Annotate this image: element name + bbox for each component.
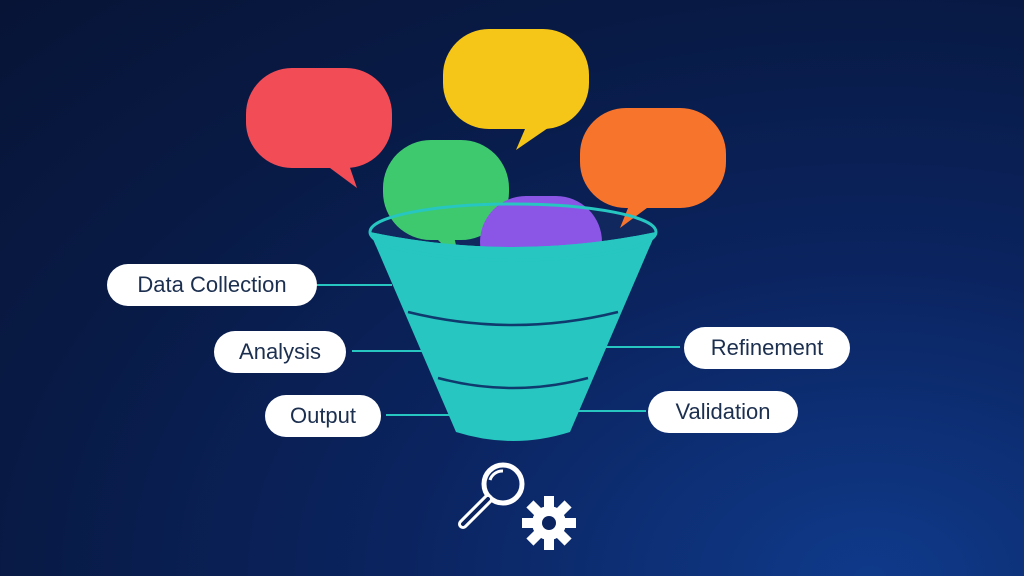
label-data-collection: Data Collection xyxy=(107,264,317,306)
funnel-band-line-1 xyxy=(407,310,619,327)
label-analysis: Analysis xyxy=(214,331,346,373)
label-refinement: Refinement xyxy=(684,327,850,369)
funnel-rim-front xyxy=(370,232,656,261)
gear-icon xyxy=(522,496,576,550)
funnel-band-line-2 xyxy=(437,376,589,390)
speech-bubble-red xyxy=(246,68,392,188)
funnel-rim-outline xyxy=(368,202,658,262)
speech-bubble-yellow xyxy=(443,29,589,150)
magnifier-icon xyxy=(458,462,525,529)
funnel-body xyxy=(370,232,656,441)
label-validation: Validation xyxy=(648,391,798,433)
label-output: Output xyxy=(265,395,381,437)
speech-bubble-orange xyxy=(580,108,726,228)
